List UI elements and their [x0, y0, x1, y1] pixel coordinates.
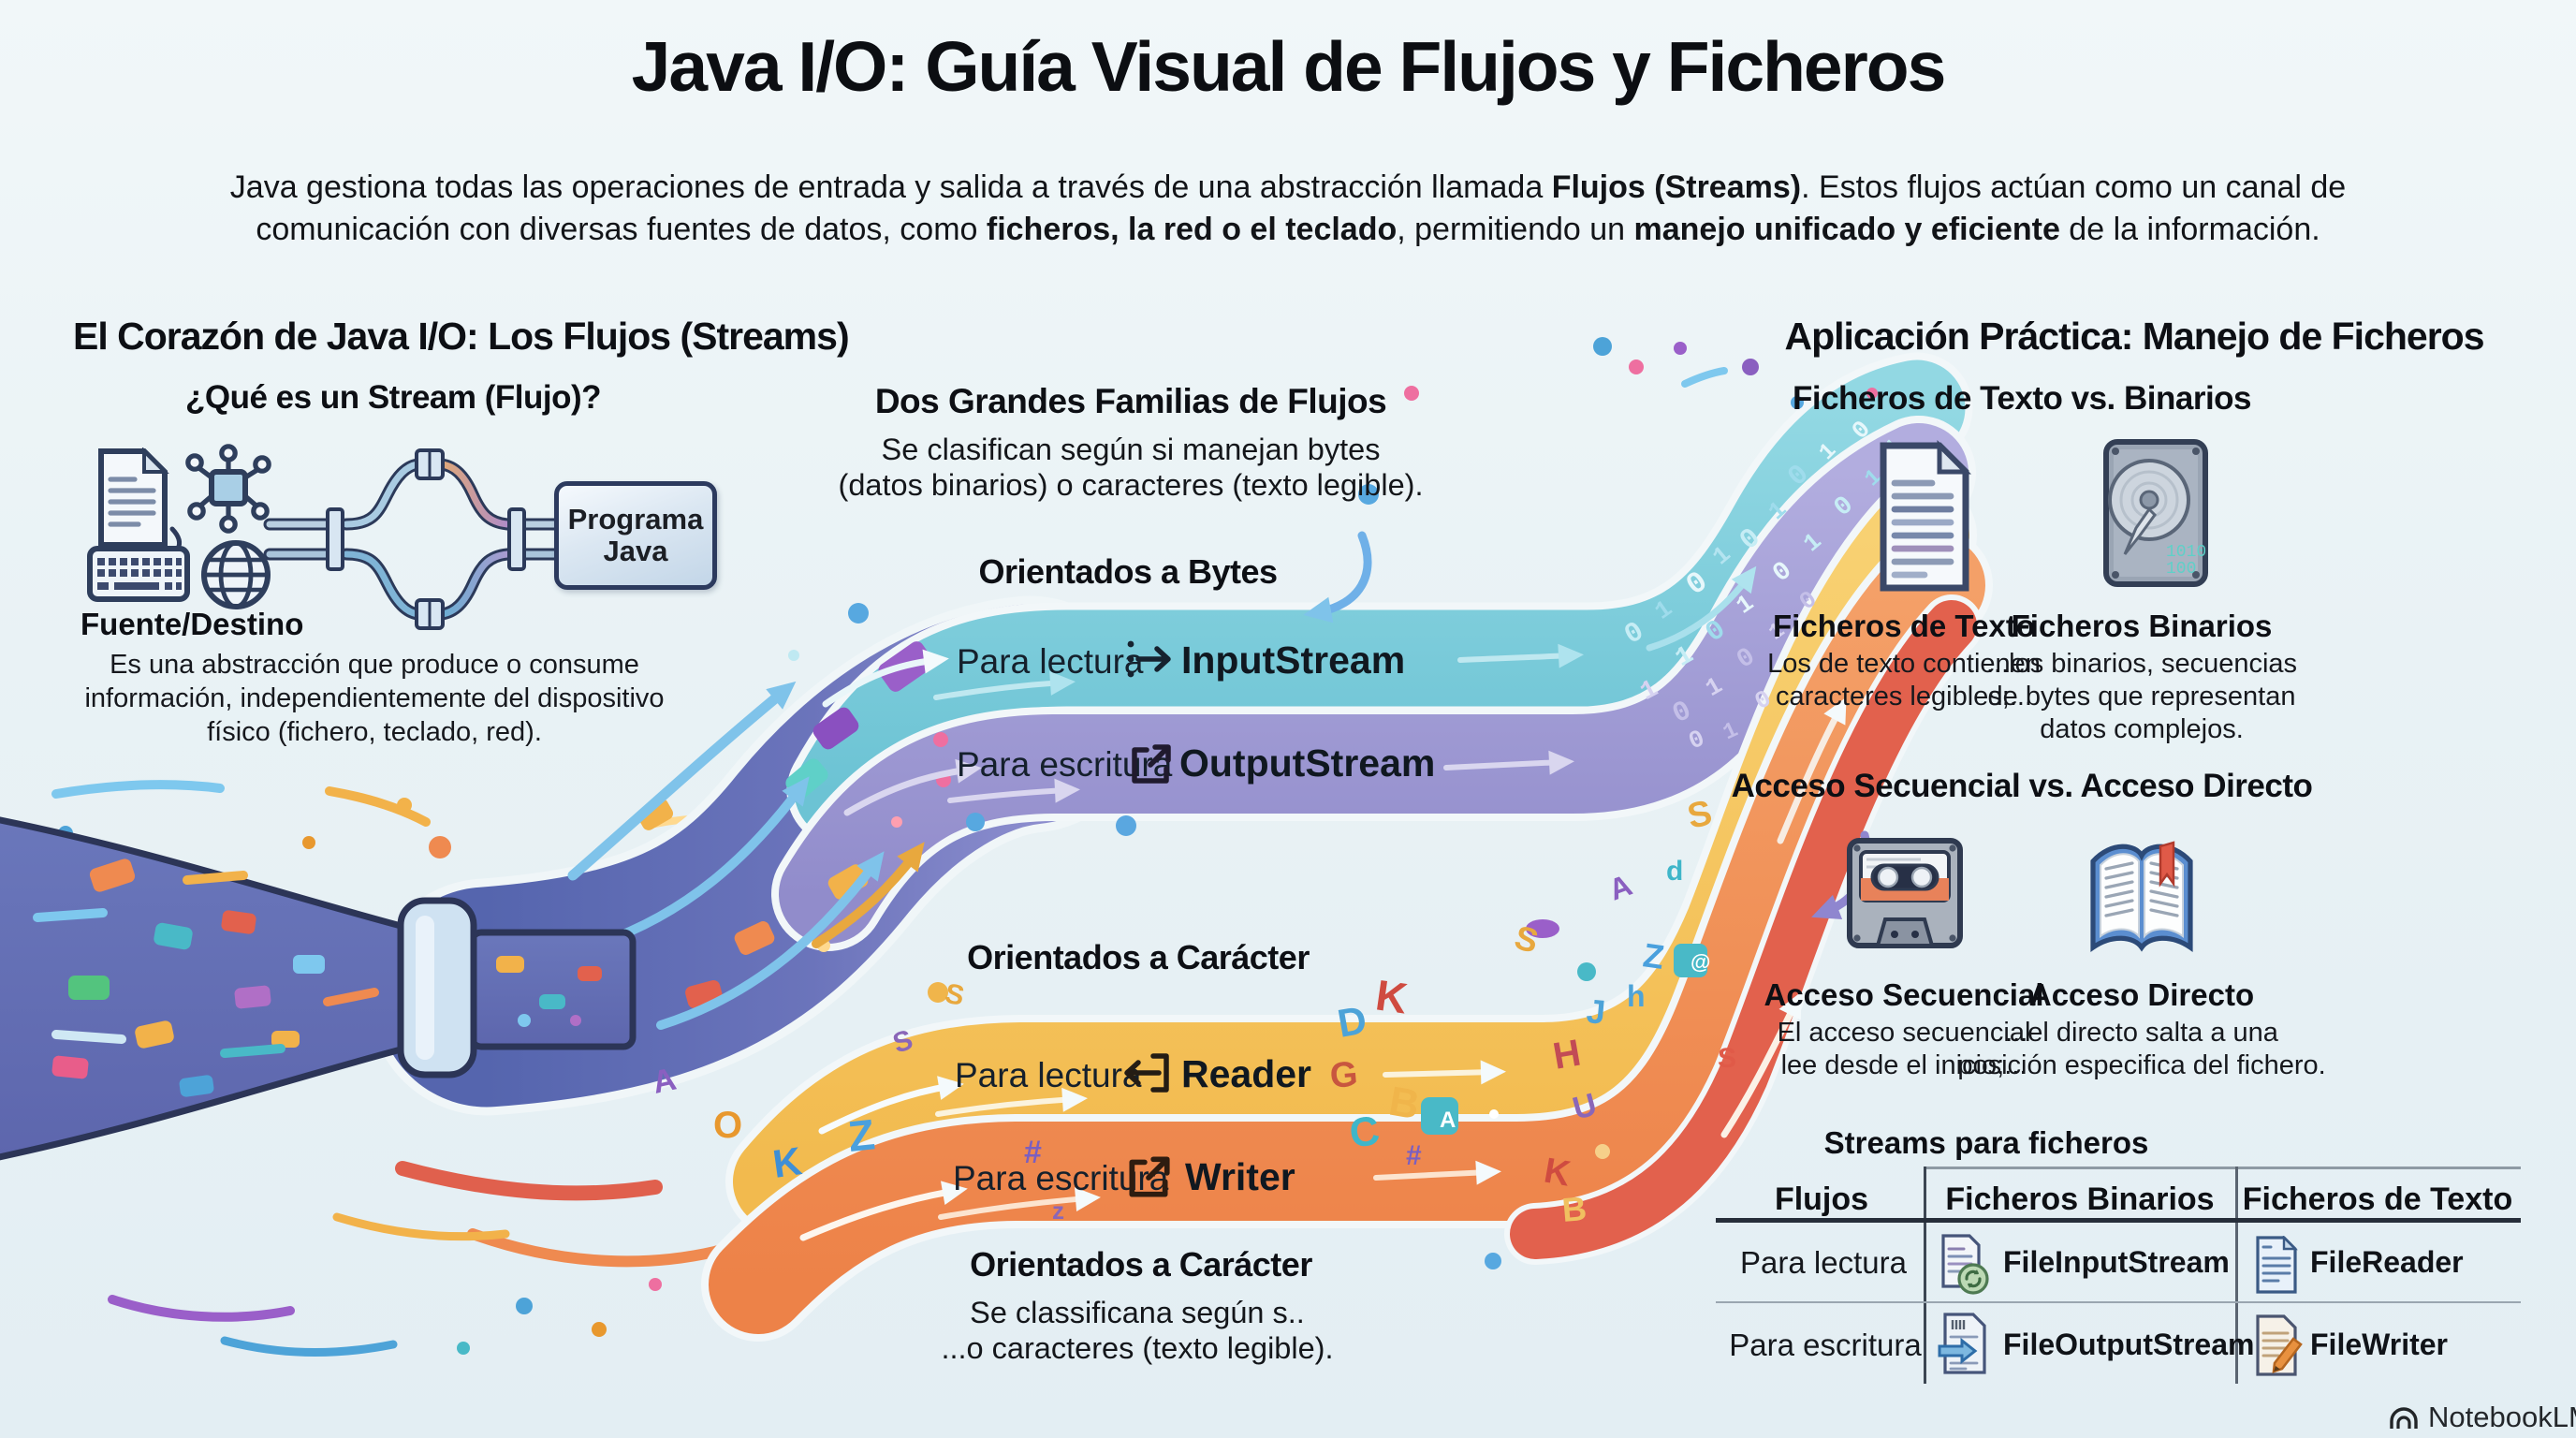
svg-text:K: K [1373, 970, 1411, 1022]
file-writer-icon [2256, 1314, 2303, 1376]
table-read-texto: FileReader [2310, 1245, 2464, 1279]
open-book-icon [2090, 841, 2193, 952]
table-col-flujos: Flujos [1774, 1181, 1869, 1217]
char-footer-heading: Orientados a Carácter [970, 1245, 1312, 1284]
table-header-underline [1716, 1218, 2521, 1223]
svg-text:J: J [1585, 991, 1607, 1032]
table-title: Streams para ficheros [1823, 1125, 2149, 1160]
file-reader-icon [2256, 1236, 2298, 1294]
pipes-icon [158, 448, 561, 630]
svg-text:S: S [1684, 793, 1716, 836]
char-heading: Orientados a Carácter [967, 938, 1310, 976]
programa-java-line2: Java [603, 535, 668, 567]
flow-arrows [567, 531, 1872, 1241]
document-icon [98, 448, 169, 548]
sequential-title: Acceso Secuencial [1764, 977, 2044, 1012]
hard-drive-icon: 1010 100 [2103, 439, 2208, 587]
table-vline-1 [1924, 1167, 1926, 1384]
file-input-stream-icon [1941, 1234, 1989, 1295]
files-vs-heading: Ficheros de Texto vs. Binarios [1792, 380, 2252, 417]
bytes-heading: Orientados a Bytes [978, 552, 1278, 591]
table-write-label: Para escritura [1729, 1328, 1922, 1362]
hose-illustration [0, 816, 637, 1161]
direct-title: Acceso Directo [2028, 977, 2255, 1012]
svg-text:@: @ [1690, 950, 1710, 974]
text-file-icon [1880, 439, 1972, 592]
binary-files-desc: ...los binarios, secuencias de bytes que… [1985, 649, 2298, 744]
notebooklm-logo [2390, 1407, 2418, 1429]
table-top-border [1924, 1167, 2521, 1169]
table-read-label: Para lectura [1740, 1245, 1907, 1280]
file-output-stream-icon [1938, 1313, 1986, 1374]
table-write-binario: FileOutputStream [2003, 1328, 2255, 1361]
svg-text:B: B [1560, 1189, 1588, 1229]
svg-text:C: C [1347, 1108, 1383, 1157]
left-section-heading: El Corazón de Java I/O: Los Flujos (Stre… [73, 315, 850, 358]
table-row-divider [1716, 1301, 2521, 1303]
table-vline-2 [2235, 1167, 2238, 1384]
byte-read-label: Para lectura [957, 642, 1144, 681]
svg-text:Z: Z [846, 1109, 877, 1161]
svg-text:O: O [713, 1105, 742, 1146]
families-subtitle-2: (datos binarios) o caracteres (texto leg… [838, 468, 1424, 502]
table-col-texto: Ficheros de Texto [2242, 1181, 2513, 1217]
char-footer-line1: Se classificana según s.. [970, 1296, 1305, 1329]
output-stream-band [771, 416, 1976, 951]
direct-desc: ...el directo salta a una posición espec… [1957, 1018, 2326, 1080]
svg-text:100: 100 [2166, 560, 2196, 579]
access-heading: Acceso Secuencial vs. Acceso Directo [1731, 768, 2313, 804]
cassette-icon [1847, 838, 1963, 948]
svg-text:z: z [1052, 1196, 1064, 1225]
binary-files-title: Ficheros Binarios [2011, 609, 2273, 643]
external-link-icon [1129, 1156, 1170, 1197]
sequential-desc: El acceso secuencial lee desde el inicio… [1777, 1018, 2031, 1080]
writer-band [701, 528, 1993, 1342]
byte-read-class: InputStream [1181, 638, 1406, 682]
external-link-icon [1132, 744, 1171, 784]
programa-java-box: Programa Java [554, 481, 717, 590]
families-heading: Dos Grandes Familias de Flujos [874, 382, 1387, 420]
network-icon [185, 444, 271, 534]
families-subtitle-1: Se clasifican según si manejan bytes [881, 433, 1381, 466]
intro-paragraph: Java gestiona todas las operaciones de e… [230, 167, 2346, 251]
practice-heading: Aplicación Práctica: Manejo de Ficheros [1784, 315, 2484, 358]
stream-question-heading: ¿Qué es un Stream (Flujo)? [185, 379, 601, 416]
svg-text:d: d [1666, 856, 1683, 887]
svg-text:1010: 1010 [2166, 543, 2206, 562]
svg-text:A: A [1604, 868, 1636, 907]
keyboard-icon [87, 546, 190, 602]
red-accent-stream [1504, 594, 1983, 1265]
source-destination-label: Fuente/Destino [80, 607, 304, 641]
svg-text:S: S [943, 978, 967, 1012]
svg-text:#: # [1406, 1140, 1422, 1171]
brand-label: NotebookLM [2428, 1401, 2576, 1433]
text-files-desc: Los de texto contienen caracteres legibl… [1767, 649, 2041, 712]
svg-text:#: # [1024, 1135, 1042, 1170]
intro-line-2: comunicación con diversas fuentes de dat… [256, 212, 2320, 247]
char-read-label: Para lectura [955, 1056, 1142, 1094]
byte-write-class: OutputStream [1179, 741, 1436, 785]
char-write-class: Writer [1185, 1155, 1295, 1198]
svg-text:A: A [1440, 1108, 1456, 1133]
svg-text:S: S [1718, 1043, 1736, 1074]
programa-java-line1: Programa [567, 503, 704, 536]
page-title: Java I/O: Guía Visual de Flujos y Ficher… [631, 27, 1947, 106]
globe-icon [201, 540, 271, 609]
table-col-binarios: Ficheros Binarios [1945, 1181, 2215, 1217]
text-files-title: Ficheros de Texto [1773, 609, 2035, 643]
stream-description: Es una abstracción que produce o consume… [84, 650, 665, 747]
svg-text:K: K [770, 1138, 805, 1186]
char-footer-line2: ...o caracteres (texto legible). [941, 1331, 1334, 1365]
input-arrow-icon [1127, 640, 1171, 678]
intro-line-1: Java gestiona todas las operaciones de e… [229, 169, 2347, 205]
table-read-binario: FileInputStream [2003, 1245, 2230, 1279]
spray-particles [51, 780, 854, 1357]
table-write-texto: FileWriter [2310, 1328, 2448, 1361]
reader-import-icon [1124, 1053, 1169, 1093]
svg-text:G: G [1328, 1055, 1359, 1096]
char-read-class: Reader [1181, 1052, 1312, 1095]
svg-text:h: h [1627, 979, 1646, 1013]
svg-text:S: S [1511, 917, 1543, 961]
